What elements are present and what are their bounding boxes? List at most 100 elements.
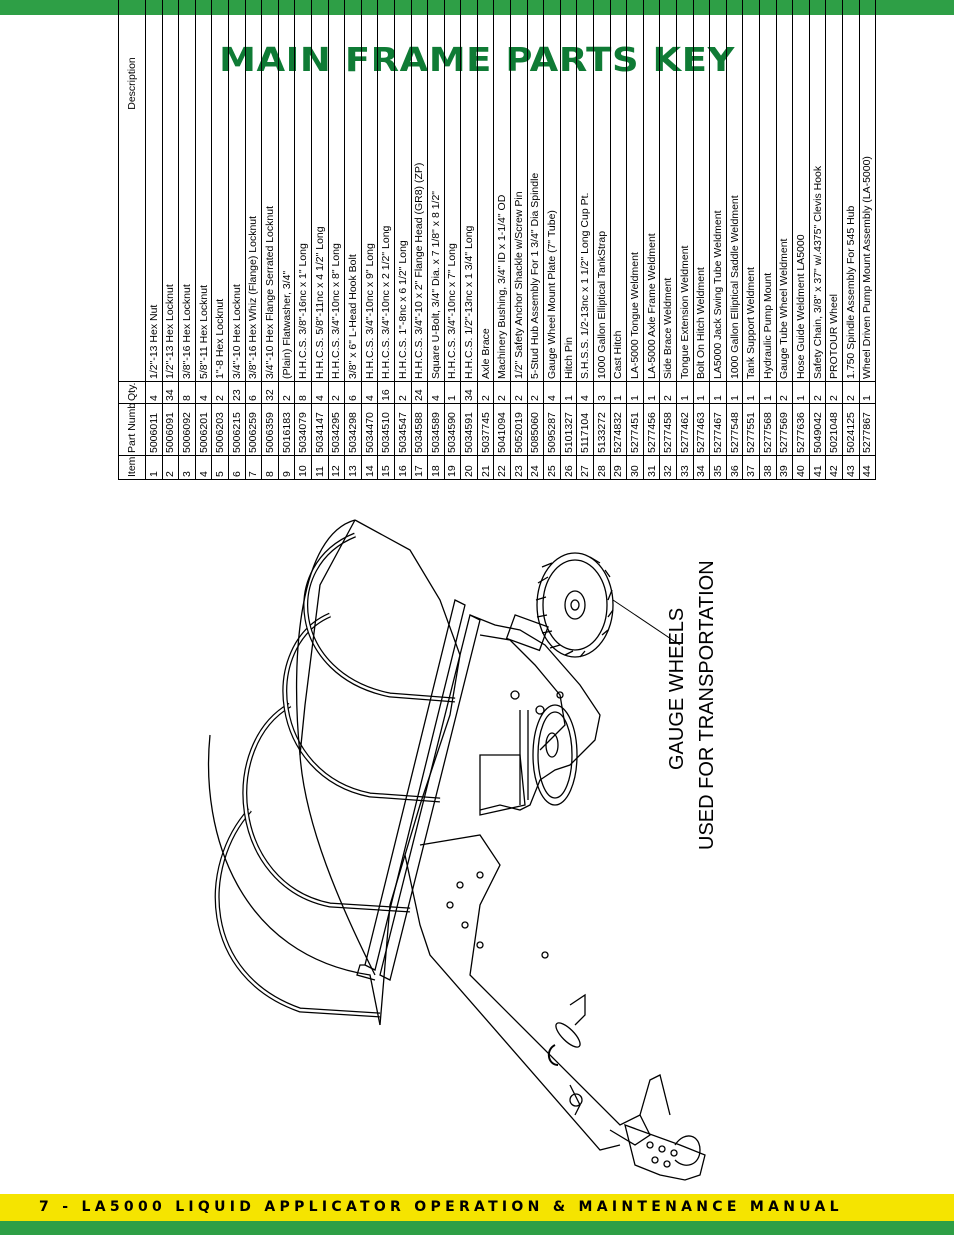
part-number-cell: 5034147: [311, 403, 329, 456]
tank-straps: [214, 532, 456, 1018]
description-cell: LA-5000 Axle Frame Weldment: [643, 0, 660, 382]
item-no-cell: 14: [361, 455, 378, 480]
qty-cell: 1: [693, 381, 710, 404]
description-cell: H.H.C.S. 3/4"-10nc x 8" Long: [328, 0, 345, 382]
item-no-cell: 23: [510, 455, 528, 480]
qty-cell: 1: [643, 381, 660, 404]
item-no-cell: 15: [377, 455, 395, 480]
qty-cell: 1: [859, 381, 876, 404]
description-cell: Square U-Bolt, 3/4" Dia. x 7 1/8" x 8 1/…: [427, 0, 445, 382]
description-cell: PROTOUR Wheel: [825, 0, 843, 382]
main-frame-drawing: [207, 519, 706, 1181]
item-no-cell: 19: [444, 455, 461, 480]
description-cell: H.H.C.S. 3/4"-10nc x 2 1/2" Long: [377, 0, 395, 382]
item-no-cell: 42: [825, 455, 843, 480]
top-green-band: [0, 0, 954, 15]
item-no-cell: 17: [411, 455, 428, 480]
description-cell: H.H.C.S. 1/2"-13nc x 1 3/4" Long: [460, 0, 478, 382]
item-no-cell: 39: [776, 455, 793, 480]
qty-cell: 2: [328, 381, 345, 404]
item-no-cell: 40: [792, 455, 810, 480]
part-number-cell: 5277867: [859, 403, 876, 456]
qty-cell: 2: [493, 381, 511, 404]
description-cell: H.H.C.S. 3/8"-16nc x 1" Long: [294, 0, 312, 382]
header-description: Description: [118, 0, 146, 382]
parts-table-header: Item No Part Number Qty. Description: [118, 0, 146, 480]
item-no-cell: 1: [145, 455, 163, 480]
part-number-cell: 5133272: [593, 403, 611, 456]
part-number-cell: 5041094: [493, 403, 511, 456]
qty-cell: 3: [593, 381, 611, 404]
item-no-cell: 38: [759, 455, 777, 480]
description-cell: Tank Support Weldment: [742, 0, 760, 382]
description-cell: H.H.C.S. 3/4"-10nc x 9" Long: [361, 0, 378, 382]
description-cell: Bolt On Hitch Weldment: [693, 0, 710, 382]
item-no-cell: 36: [726, 455, 743, 480]
part-number-cell: 5277467: [709, 403, 727, 456]
qty-cell: 2: [527, 381, 544, 404]
qty-cell: 4: [145, 381, 163, 404]
description-cell: Cast Hitch: [610, 0, 627, 382]
item-no-cell: 29: [610, 455, 627, 480]
part-number-cell: 5034295: [328, 403, 345, 456]
qty-cell: 1: [626, 381, 644, 404]
description-cell: LA-5000 Tongue Weldment: [626, 0, 644, 382]
item-no-cell: 20: [460, 455, 478, 480]
part-number-cell: 5016183: [278, 403, 295, 456]
qty-cell: 2: [825, 381, 843, 404]
item-no-cell: 33: [676, 455, 694, 480]
item-no-cell: 5: [211, 455, 229, 480]
qty-cell: 1: [726, 381, 743, 404]
qty-cell: 1: [610, 381, 627, 404]
part-number-cell: 5117104: [576, 403, 594, 456]
header-qty: Qty.: [118, 381, 146, 404]
item-no-cell: 10: [294, 455, 312, 480]
qty-cell: 16: [377, 381, 395, 404]
part-number-cell: 5021048: [825, 403, 843, 456]
qty-cell: 1: [709, 381, 727, 404]
saddle-weldment: [356, 599, 481, 981]
description-cell: 1000 Gallon Elliptical Saddle Weldment: [726, 0, 743, 382]
item-no-cell: 32: [659, 455, 677, 480]
item-no-cell: 16: [394, 455, 411, 480]
qty-cell: 4: [195, 381, 212, 404]
item-no-cell: 35: [709, 455, 727, 480]
item-no-cell: 28: [593, 455, 611, 480]
part-number-cell: 5034547: [394, 403, 411, 456]
description-cell: Hydraulic Pump Mount: [759, 0, 777, 382]
part-number-cell: 5277551: [742, 403, 760, 456]
part-number-cell: 5034591: [460, 403, 478, 456]
description-cell: Hitch Pin: [560, 0, 577, 382]
part-number-cell: 5006091: [162, 403, 179, 456]
page-title: MAIN FRAME PARTS KEY: [219, 40, 735, 79]
item-no-cell: 9: [278, 455, 295, 480]
part-number-cell: 5052019: [510, 403, 528, 456]
qty-cell: 2: [659, 381, 677, 404]
qty-cell: 24: [411, 381, 428, 404]
item-no-cell: 27: [576, 455, 594, 480]
part-number-cell: 5034079: [294, 403, 312, 456]
description-cell: 5-Stud Hub Assembly For 1 3/4" Dia Spind…: [527, 0, 544, 382]
item-no-cell: 34: [693, 455, 710, 480]
qty-cell: 23: [228, 381, 246, 404]
qty-cell: 2: [809, 381, 826, 404]
part-number-cell: 5085060: [527, 403, 544, 456]
tongue-weldment: [404, 834, 651, 1151]
